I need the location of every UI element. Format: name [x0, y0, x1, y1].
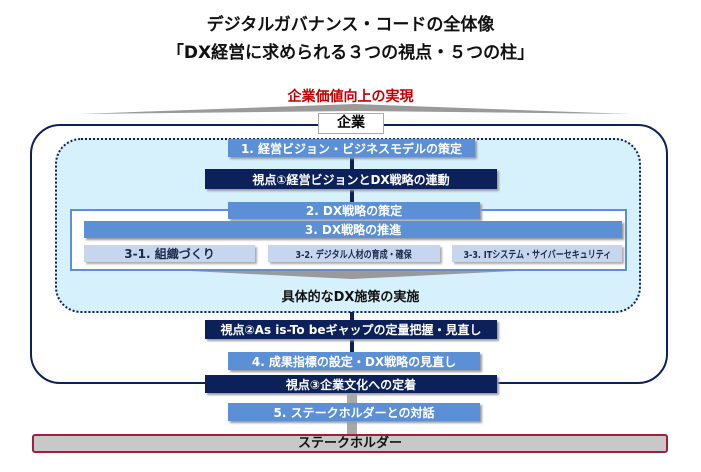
pillar-1: 1. 経営ビジョン・ビジネスモデルの策定	[228, 139, 475, 157]
company-label: 企業	[318, 113, 384, 134]
viewpoint-2: 視点②As is-To beギャップの定量把握・見直し	[205, 320, 497, 339]
sub-pillar-3-3: 3-3. ITシステム・サイバーセキュリティ	[463, 250, 611, 261]
goal-wedge	[80, 104, 630, 114]
viewpoint-1: 視点①経営ビジョンとDX戦略の連動	[205, 169, 497, 189]
sub-pillar-3-3-box: 3-3. ITシステム・サイバーセキュリティ	[452, 245, 622, 262]
title-line2: 「DX経営に求められる３つの視点・５つの柱」	[166, 43, 535, 63]
pillar-4: 4. 成果指標の設定・DX戦略の見直し	[228, 352, 480, 370]
implementation-wedge	[190, 271, 515, 279]
implementation-label: 具体的なDX施策の実施	[281, 290, 420, 305]
sub-pillar-3-2-box: 3-2. デジタル人材の育成・確保	[268, 245, 440, 262]
sub-pillar-3-1-box: 3-1. 組織づくり	[84, 245, 255, 262]
viewpoint-3: 視点③企業文化への定着	[205, 375, 497, 393]
pillar-2: 2. DX戦略の策定	[228, 202, 480, 219]
title-line1: デジタルガバナンス・コードの全体像	[206, 15, 495, 35]
sub-pillar-3-1: 3-1. 組織づくり	[124, 247, 215, 261]
goal-label: 企業価値向上の実現	[287, 89, 414, 105]
stakeholder-bar: ステークホルダー	[32, 434, 668, 453]
pillar-3: 3. DX戦略の推進	[84, 221, 622, 238]
sub-pillar-3-2: 3-2. デジタル人材の育成・確保	[295, 250, 413, 261]
pillar-5: 5. ステークホルダーとの対話	[228, 403, 480, 421]
